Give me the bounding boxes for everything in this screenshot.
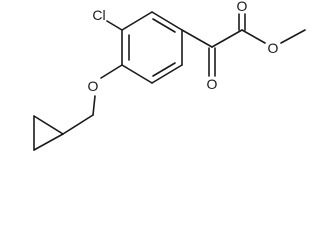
bond-ch2-cyclopropyl bbox=[62, 114, 94, 135]
chlorine-atom-label: Cl bbox=[92, 7, 105, 23]
ring-double-bond-c2-c3 bbox=[152, 18, 176, 33]
bond-c3-c-ketone bbox=[181, 29, 213, 48]
ring-bond-c2-c3 bbox=[151, 11, 183, 31]
bond-c1-cl bbox=[106, 20, 123, 31]
cyclopropyl-ring bbox=[33, 115, 64, 151]
ring-bond-c1-c2 bbox=[121, 11, 153, 31]
ketone-oxygen-label: O bbox=[207, 76, 218, 92]
ester-carbonyl-oxygen-label: O bbox=[237, 0, 248, 14]
bond-c6-o-ether bbox=[100, 64, 123, 79]
bond-c-ketone-c-ester bbox=[211, 29, 243, 48]
ester-oxygen-label: O bbox=[268, 40, 279, 56]
ring-bond-c4-c5 bbox=[151, 64, 183, 84]
bond-c-ester-o bbox=[241, 29, 266, 44]
ether-oxygen-label: O bbox=[88, 78, 99, 94]
ring-bond-c5-c6 bbox=[121, 64, 153, 84]
bond-o-ch2 bbox=[92, 95, 96, 116]
benzene-ring bbox=[121, 11, 183, 84]
cyclopropyl-bond-3 bbox=[33, 133, 64, 151]
bond-o-methyl bbox=[280, 29, 306, 44]
ring-double-bond-c4-c5 bbox=[152, 62, 176, 77]
chemical-structure: Cl O O O O bbox=[33, 0, 306, 151]
cyclopropyl-bond-1 bbox=[33, 115, 64, 135]
